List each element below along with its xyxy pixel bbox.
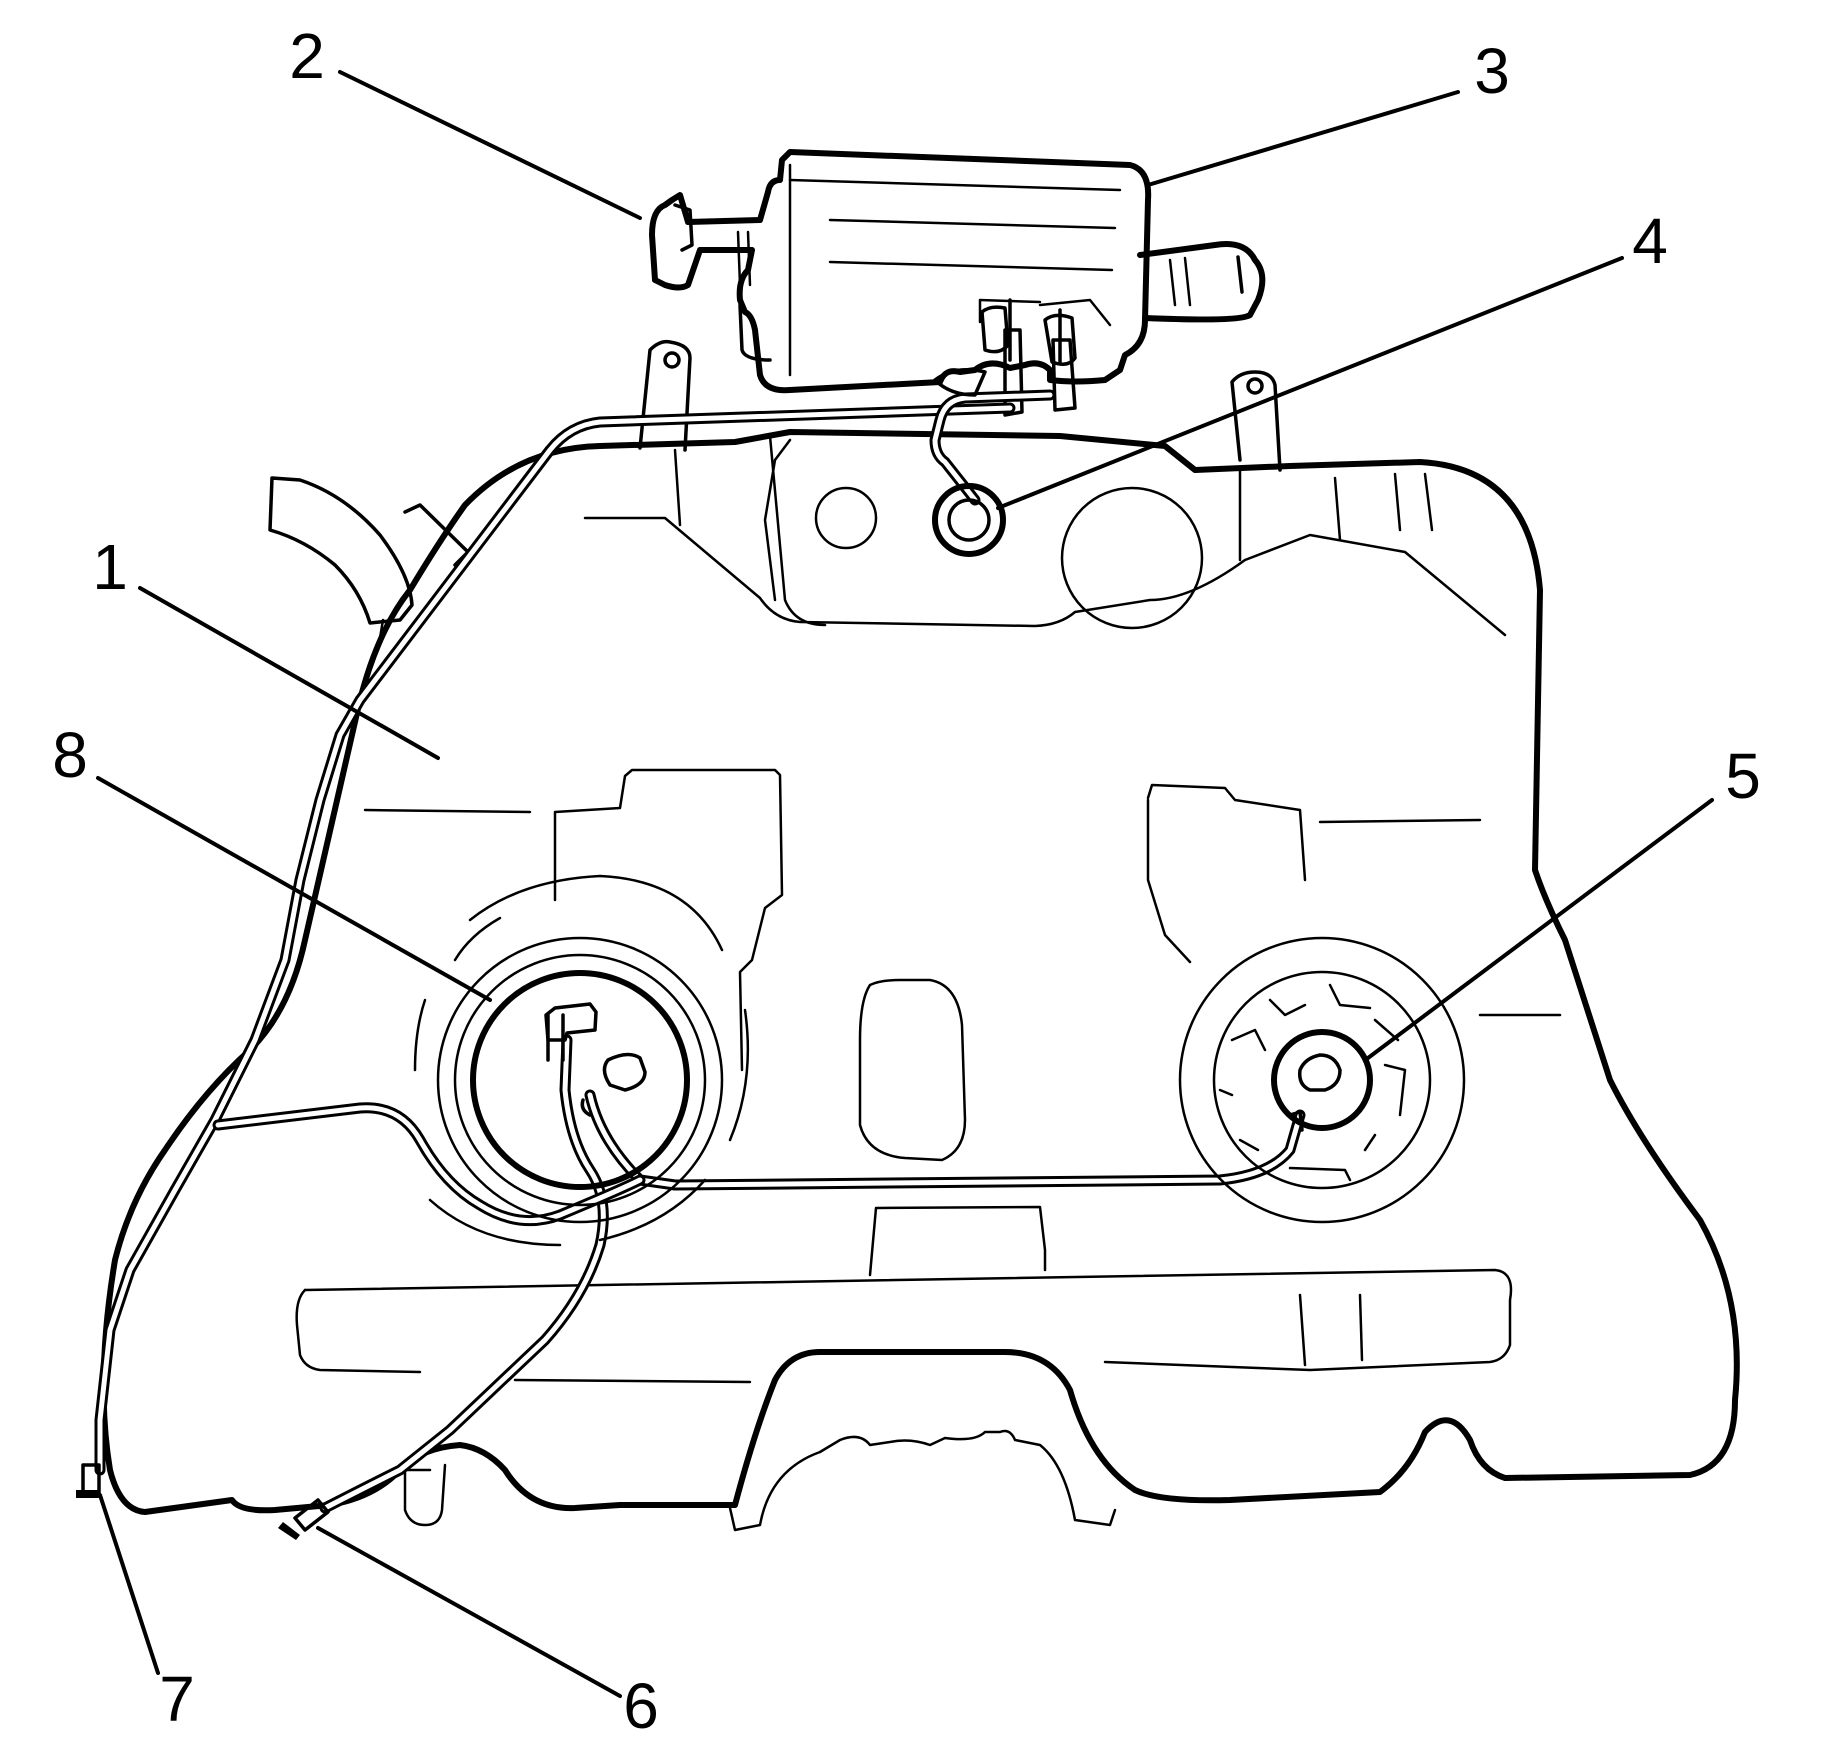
- callout-3: 3: [1474, 35, 1510, 107]
- connector-7: [76, 1463, 101, 1498]
- vapor-lines: [94, 368, 1306, 1514]
- leader-2: [338, 70, 642, 220]
- fuel-level-sender: [1178, 936, 1466, 1224]
- callout-labels: 1 2 3 4 5 6 7 8: [52, 20, 1761, 1742]
- callout-8: 8: [52, 719, 88, 791]
- canister-port-4: [932, 483, 1006, 557]
- mounting-brackets: [638, 339, 1282, 472]
- fuel-tank: [100, 429, 1740, 1532]
- callout-5: 5: [1725, 740, 1761, 812]
- leader-1: [138, 586, 440, 760]
- leader-lines: [96, 70, 1714, 1698]
- leader-7: [98, 1493, 160, 1675]
- tank-upper-deck: [768, 434, 1204, 630]
- leader-8: [96, 776, 492, 1002]
- callout-1: 1: [92, 531, 128, 603]
- fuel-pump-module: [413, 874, 750, 1247]
- leader-4: [996, 256, 1624, 510]
- callout-7: 7: [159, 1663, 195, 1735]
- leader-5: [1366, 798, 1714, 1060]
- callout-2: 2: [289, 20, 325, 92]
- leader-3: [1146, 90, 1460, 187]
- callout-6: 6: [623, 1670, 659, 1742]
- leader-6: [316, 1526, 622, 1698]
- evap-canister: [649, 149, 1266, 417]
- callout-4: 4: [1632, 205, 1668, 277]
- connector-6: [278, 1498, 330, 1540]
